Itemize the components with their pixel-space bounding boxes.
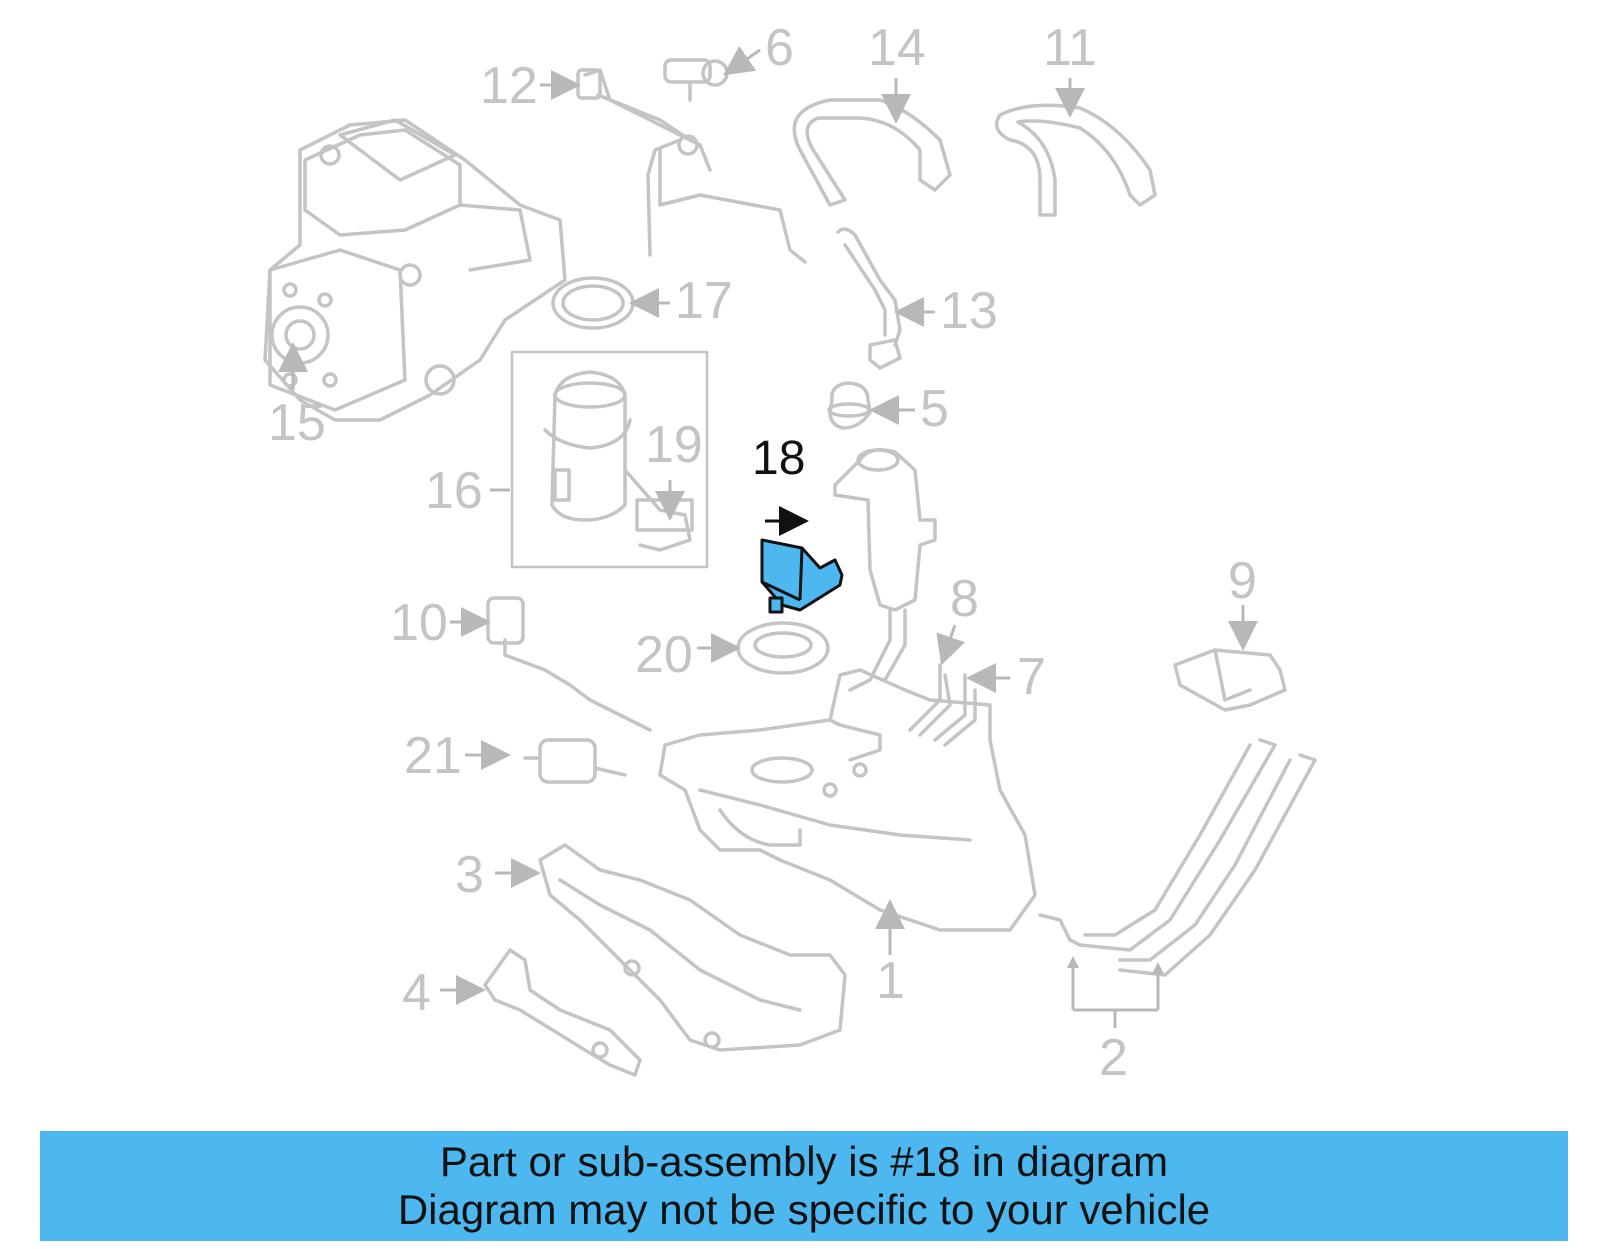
part-15-injection-pump (263, 118, 567, 422)
callout-6: 6 (765, 19, 794, 77)
part-11-hose (994, 103, 1157, 217)
part-6-sensor (663, 58, 729, 102)
part-10-fuel-filter (486, 596, 652, 732)
callout-4: 4 (402, 964, 431, 1022)
part-4-bracket-arm (483, 948, 642, 1077)
banner-line-disclaimer: Diagram may not be specific to your vehi… (397, 1186, 1211, 1233)
part-14-hose (792, 98, 952, 207)
callout-8: 8 (950, 570, 979, 628)
callout-21: 21 (404, 727, 462, 785)
part-filler-neck (833, 448, 937, 692)
part-1-fuel-tank (658, 668, 1037, 932)
callout-9: 9 (1228, 552, 1257, 610)
part-21-filter (523, 738, 627, 784)
callout-14: 14 (868, 19, 926, 77)
callout-12: 12 (480, 57, 538, 115)
part-20-grommet (736, 621, 830, 675)
part-13-vent-pipe (836, 227, 902, 370)
callout-16: 16 (425, 462, 483, 520)
part-3-heat-shield (538, 843, 847, 1052)
callout-7: 7 (1017, 648, 1046, 706)
part-16-fuel-pump-module (510, 350, 709, 569)
callout-20: 20 (635, 626, 693, 684)
part-2-straps (1038, 738, 1317, 977)
callout-18-active: 18 (752, 432, 805, 485)
callout-11: 11 (1043, 19, 1097, 77)
part-12-fuel-line (576, 68, 807, 264)
parts-diagram: 12 6 14 11 13 17 5 15 16 19 18 10 20 8 7… (263, 19, 1317, 1087)
part-7-pipe (933, 673, 977, 747)
info-banner: Part or sub-assembly is #18 in diagram D… (40, 1131, 1568, 1241)
part-5-cap (827, 381, 872, 430)
callout-1: 1 (876, 952, 905, 1010)
callout-10: 10 (390, 594, 448, 652)
part-9-bracket (1173, 648, 1287, 712)
callout-3: 3 (455, 846, 484, 904)
callout-labels: 12 6 14 11 13 17 5 15 16 19 18 10 20 8 7… (268, 19, 1257, 1087)
banner-line-part: Part or sub-assembly is #18 in diagram (439, 1138, 1169, 1185)
leader-lines (278, 46, 1258, 1028)
part-18-bracket-highlighted (760, 538, 844, 614)
callout-17: 17 (675, 272, 733, 330)
callout-2: 2 (1099, 1029, 1128, 1087)
callout-13: 13 (940, 282, 998, 340)
callout-5: 5 (920, 380, 949, 438)
callout-19: 19 (645, 416, 703, 474)
part-17-seal-ring (551, 276, 635, 330)
callout-15: 15 (268, 394, 326, 452)
